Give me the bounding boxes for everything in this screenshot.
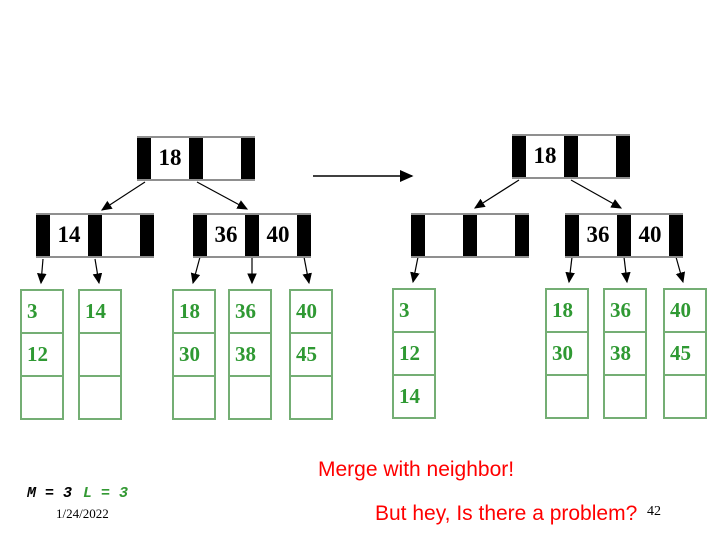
leaf-value: 14 [80, 291, 120, 334]
pointer-slot [515, 215, 529, 256]
leaf-value: 3 [22, 291, 62, 334]
left-leaf-5: 40 45 [289, 289, 333, 420]
key-cell [102, 215, 140, 256]
pointer-slot [463, 215, 477, 256]
leaf-value: 40 [665, 290, 705, 333]
right-internal-node-2: 36 40 [565, 213, 683, 258]
pointer-slot [189, 138, 203, 179]
caption-problem: But hey, Is there a problem? [375, 502, 638, 525]
leaf-value: 18 [174, 291, 214, 334]
left-internal-node-1: 14 [36, 213, 154, 258]
leaf-value [605, 376, 645, 417]
leaf-value: 40 [291, 291, 331, 334]
edge-right-int1-leaf1 [410, 256, 420, 284]
key-cell [425, 215, 463, 256]
key-cell [203, 138, 241, 179]
leaf-value [80, 377, 120, 418]
pointer-slot [241, 138, 255, 179]
pointer-slot [140, 215, 154, 256]
leaf-value: 30 [174, 334, 214, 377]
leaf-value: 45 [665, 333, 705, 376]
leaf-value [80, 334, 120, 377]
left-leaf-3: 18 30 [172, 289, 216, 420]
leaf-value: 3 [394, 290, 434, 333]
pointer-slot [512, 136, 526, 177]
leaf-value [291, 377, 331, 418]
leaf-value [174, 377, 214, 418]
pointer-slot [616, 136, 630, 177]
edge-right-root-child0 [473, 179, 520, 209]
left-root-node: 18 [137, 136, 255, 181]
leaf-value: 36 [605, 290, 645, 333]
key-cell [578, 136, 616, 177]
leaf-value [230, 377, 270, 418]
caption-merge: Merge with neighbor! [318, 458, 515, 481]
edge-left-root-child0 [100, 181, 146, 211]
leaf-value [547, 376, 587, 417]
left-internal-node-2: 36 40 [193, 213, 311, 258]
right-leaf-1-merged: 3 12 14 [392, 288, 436, 419]
pointer-slot [565, 215, 579, 256]
leaf-value: 38 [230, 334, 270, 377]
edge-left-root-child1 [196, 181, 249, 210]
edge-right-root-child1 [570, 179, 623, 209]
pointer-slot [669, 215, 683, 256]
right-root-node: 18 [512, 134, 630, 179]
leaf-value: 45 [291, 334, 331, 377]
key-cell: 40 [259, 215, 297, 256]
l-parameter: L = 3 [83, 485, 129, 502]
leaf-value: 12 [394, 333, 434, 376]
right-leaf-4: 40 45 [663, 288, 707, 419]
key-cell: 18 [526, 136, 564, 177]
edge-left-int2-leaf3 [190, 256, 201, 285]
key-cell: 36 [207, 215, 245, 256]
edge-left-int2-leaf5 [302, 256, 312, 285]
m-parameter: M = 3 [27, 485, 73, 502]
slide-date: 1/24/2022 [56, 506, 109, 521]
pointer-slot [564, 136, 578, 177]
left-leaf-4: 36 38 [228, 289, 272, 420]
edge-left-int1-leaf2 [92, 258, 103, 285]
pointer-slot [617, 215, 631, 256]
key-cell: 40 [631, 215, 669, 256]
left-leaf-1: 3 12 [20, 289, 64, 420]
leaf-value: 12 [22, 334, 62, 377]
key-cell [477, 215, 515, 256]
right-leaf-2: 18 30 [545, 288, 589, 419]
pointer-slot [245, 215, 259, 256]
pointer-slot [36, 215, 50, 256]
pointer-slot [88, 215, 102, 256]
leaf-value [665, 376, 705, 417]
parameters-label: M = 3 L = 3 [27, 486, 128, 501]
right-leaf-3: 36 38 [603, 288, 647, 419]
leaf-value: 38 [605, 333, 645, 376]
pointer-slot [297, 215, 311, 256]
leaf-value: 36 [230, 291, 270, 334]
right-internal-node-1 [411, 213, 529, 258]
leaf-value: 14 [399, 384, 420, 408]
pointer-slot [193, 215, 207, 256]
edge-right-int2-leaf4 [675, 256, 686, 284]
left-leaf-2: 14 [78, 289, 122, 420]
key-cell: 36 [579, 215, 617, 256]
leaf-value [22, 377, 62, 418]
key-cell: 14 [50, 215, 88, 256]
key-cell: 18 [151, 138, 189, 179]
pointer-slot [411, 215, 425, 256]
edge-right-int2-leaf2 [565, 256, 575, 284]
edge-right-int2-leaf3 [621, 256, 631, 284]
edge-left-int1-leaf1 [37, 258, 47, 285]
page-number: 42 [647, 504, 661, 519]
pointer-slot [137, 138, 151, 179]
leaf-value: 30 [547, 333, 587, 376]
leaf-value: 18 [547, 290, 587, 333]
